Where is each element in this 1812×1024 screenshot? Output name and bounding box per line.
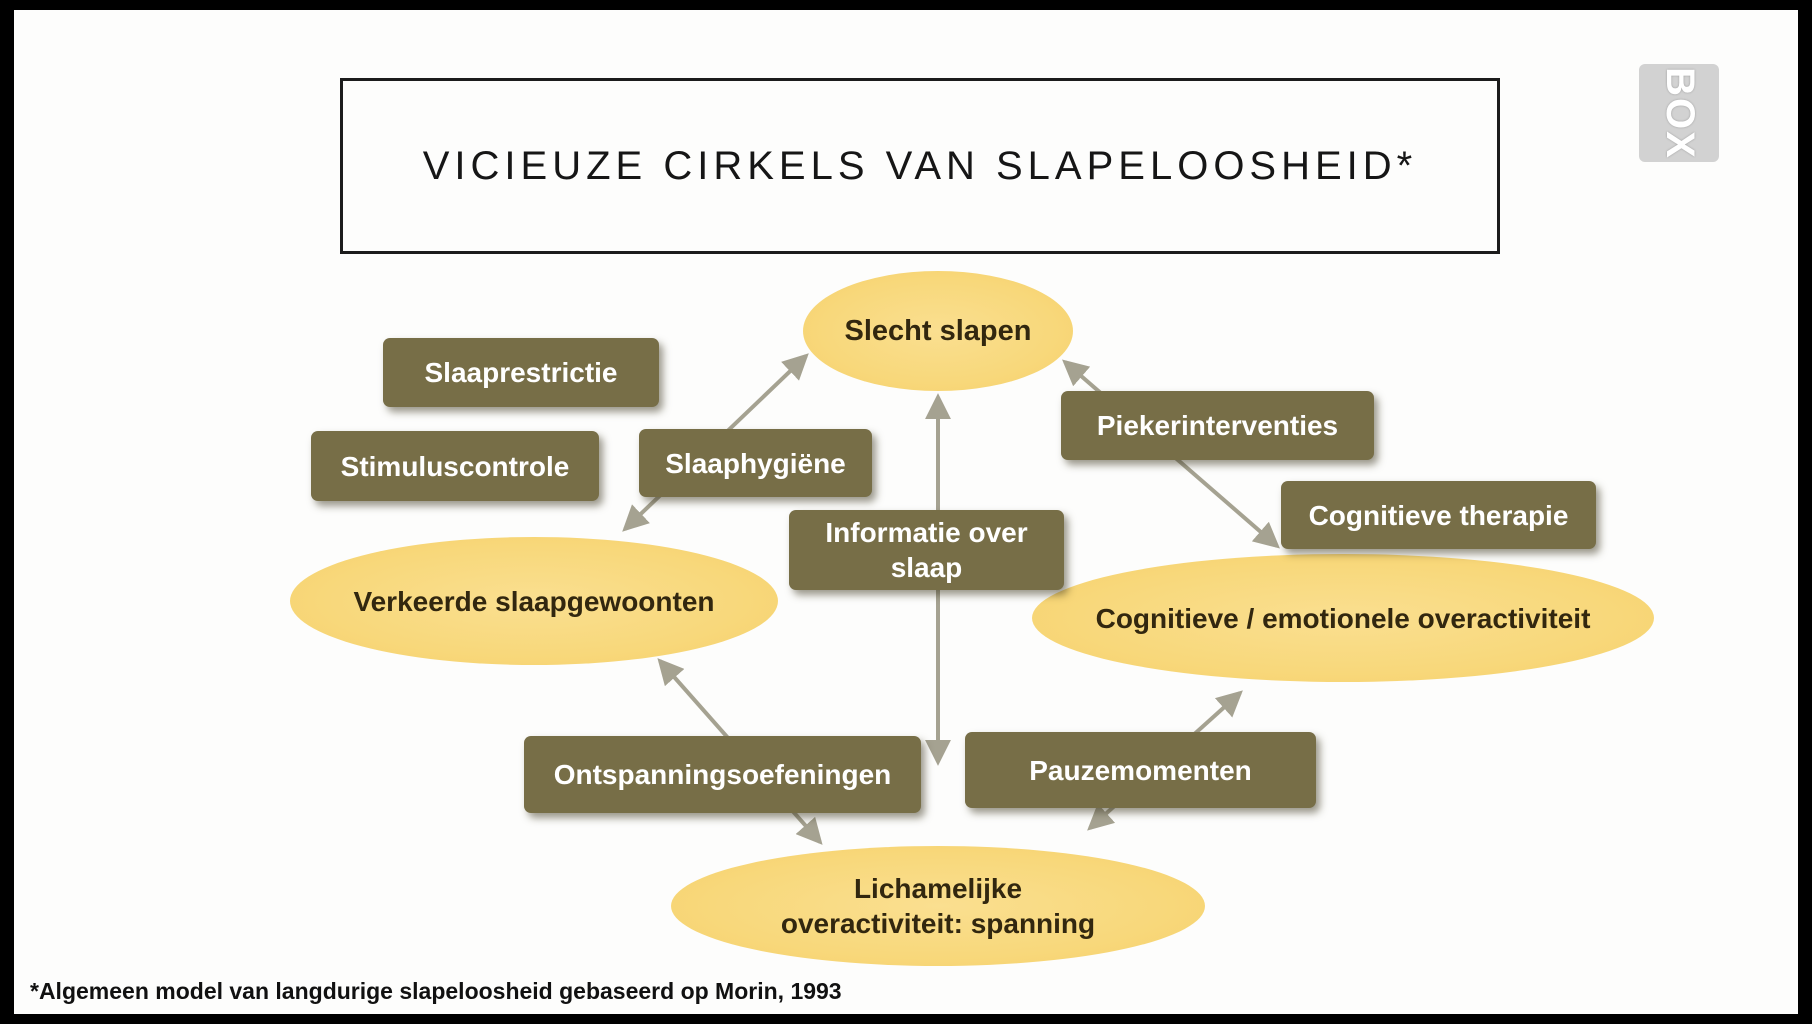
title-box: VICIEUZE CIRKELS VAN SLAPELOOSHEID* [340,78,1500,254]
node-label: Slecht slapen [844,314,1032,347]
box-label: Cognitieve therapie [1308,499,1569,531]
node-label: Cognitieve / emotionele overactiviteit [1095,602,1591,634]
box-label-line1: Informatie over [825,517,1028,548]
frame-bar-right [1798,0,1812,1024]
node-lichamelijke-overactiviteit: Lichamelijke overactiviteit: spanning [671,846,1205,966]
slide-title: VICIEUZE CIRKELS VAN SLAPELOOSHEID* [422,143,1418,188]
box-label: Pauzemomenten [1029,754,1252,786]
box-stimuluscontrole: Stimuluscontrole [311,431,599,501]
footnote: *Algemeen model van langdurige slapeloos… [30,978,842,1004]
node-label: Verkeerde slaapgewoonten [353,585,715,617]
box-label-line2: slaap [890,552,963,583]
frame-bar-left [0,0,14,1024]
frame-bar-bottom [0,1014,1812,1024]
node-cognitieve-emotionele-overactiviteit: Cognitieve / emotionele overactiviteit [1032,554,1654,682]
box-slaaphygiene: Slaaphygiëne [639,429,872,497]
frame-bar-top [0,0,1812,10]
box-ontspanningsoefeningen: Ontspanningsoefeningen [524,736,921,813]
box-label: Slaaphygiëne [665,447,846,479]
box-logo-text: BOX [1657,66,1702,160]
box-cognitieve-therapie: Cognitieve therapie [1281,481,1596,549]
node-label-line2: overactiviteit: spanning [780,908,1096,939]
box-pauzemomenten: Pauzemomenten [965,732,1316,808]
box-label: Piekerinterventies [1096,410,1339,441]
box-label: Stimuluscontrole [340,450,570,482]
box-informatie-over-slaap: Informatie over slaap [789,510,1064,590]
box-logo: BOX [1639,64,1719,162]
box-label: Ontspanningsoefeningen [553,759,892,790]
node-label-line1: Lichamelijke [853,873,1023,904]
box-piekerinterventies: Piekerinterventies [1061,391,1374,460]
node-slecht-slapen: Slecht slapen [803,271,1073,391]
box-slaaprestrictie: Slaaprestrictie [383,338,659,407]
box-label: Slaaprestrictie [424,357,618,388]
node-verkeerde-slaapgewoonten: Verkeerde slaapgewoonten [290,537,778,665]
